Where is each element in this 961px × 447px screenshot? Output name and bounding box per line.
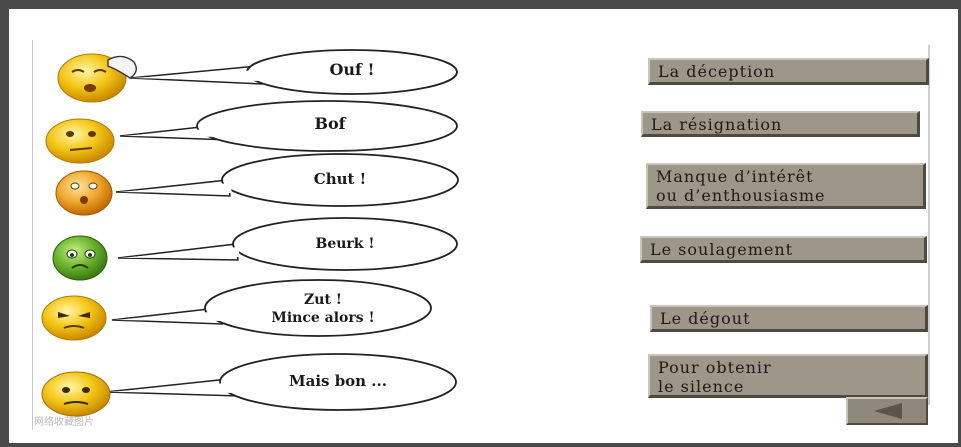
resigned-smiley-icon [41, 371, 111, 417]
bubble-text-chut: Chut ! [313, 170, 367, 188]
neutral-smiley-icon [45, 118, 115, 164]
speech-bubble-5 [111, 279, 432, 337]
bubble-text-zut: Zut ! Mince alors ! [271, 292, 375, 326]
annoyed-smiley-icon [41, 295, 107, 341]
disgusted-smiley-icon [52, 235, 108, 281]
right-margin-line [928, 45, 930, 405]
speech-bubble-6 [105, 353, 457, 411]
speech-bubble-3 [115, 153, 459, 207]
watermark: 网络收藏图片 [34, 417, 94, 428]
bubble-text-bof: Bof [314, 114, 346, 133]
speech-bubble-2 [119, 100, 458, 152]
left-margin-line [32, 40, 33, 430]
tag-soulagement[interactable]: Le soulagement [640, 236, 927, 263]
bubble-text-ouf: Ouf ! [329, 60, 375, 79]
tag-manque-interet[interactable]: Manque d’intérêt ou d’enthousiasme [646, 163, 926, 209]
speech-bubble-1 [129, 49, 458, 95]
tag-deception[interactable]: La déception [648, 58, 929, 85]
tag-obtenir-silence[interactable]: Pour obtenir le silence [648, 354, 928, 398]
back-arrow-icon [874, 403, 902, 419]
back-button[interactable] [846, 397, 928, 425]
shushing-smiley-icon [55, 170, 113, 216]
bubble-text-beurk: Beurk ! [315, 236, 375, 252]
tag-degout[interactable]: Le dégout [650, 305, 928, 332]
tag-resignation[interactable]: La résignation [641, 111, 920, 137]
speech-bubble-4 [117, 217, 458, 271]
tired-smiley-icon [57, 53, 137, 103]
bubble-text-mais-bon: Mais bon ... [289, 372, 387, 390]
